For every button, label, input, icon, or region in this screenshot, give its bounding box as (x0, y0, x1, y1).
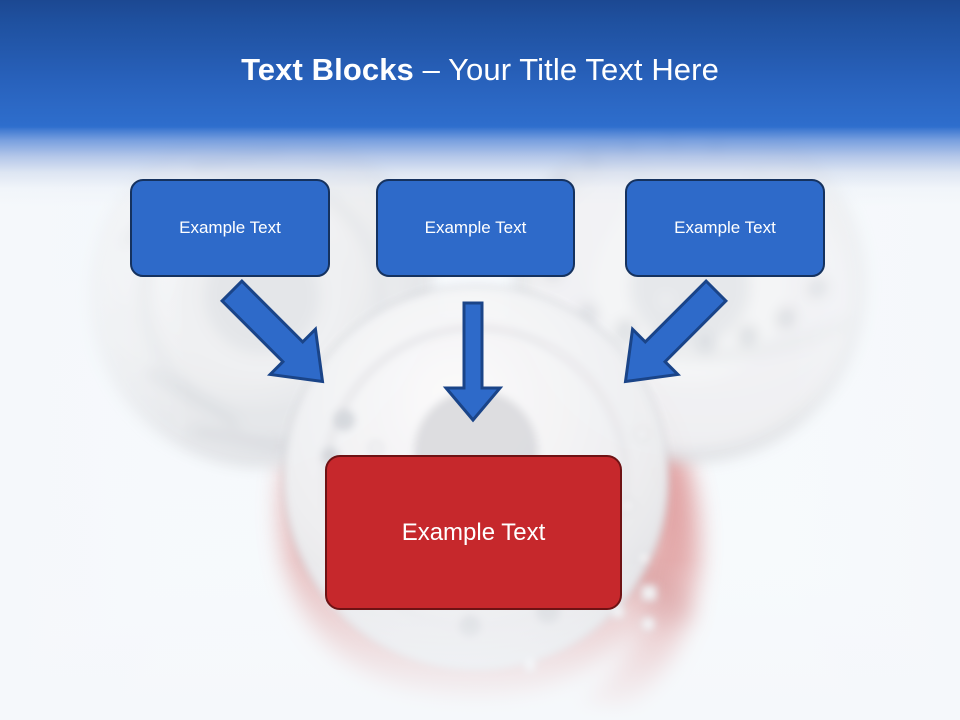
text-block-2[interactable]: Example Text (376, 179, 575, 277)
text-block-1[interactable]: Example Text (130, 179, 330, 277)
page-title-regular: Your Title Text Here (448, 52, 719, 87)
arrow-middle-vertical (442, 301, 504, 423)
arrow-right-diagonal (623, 278, 729, 384)
page-title: Text Blocks – Your Title Text Here (0, 50, 960, 90)
text-block-3[interactable]: Example Text (625, 179, 825, 277)
page-title-separator: – (413, 52, 449, 87)
text-block-1-label: Example Text (179, 218, 281, 237)
header-band (0, 0, 960, 128)
arrow-left-diagonal (219, 278, 325, 384)
result-text-block[interactable]: Example Text (325, 455, 622, 610)
result-text-block-label: Example Text (401, 518, 546, 546)
text-block-3-label: Example Text (674, 218, 776, 237)
page-title-bold: Text Blocks (241, 52, 414, 87)
text-block-2-label: Example Text (424, 218, 527, 237)
